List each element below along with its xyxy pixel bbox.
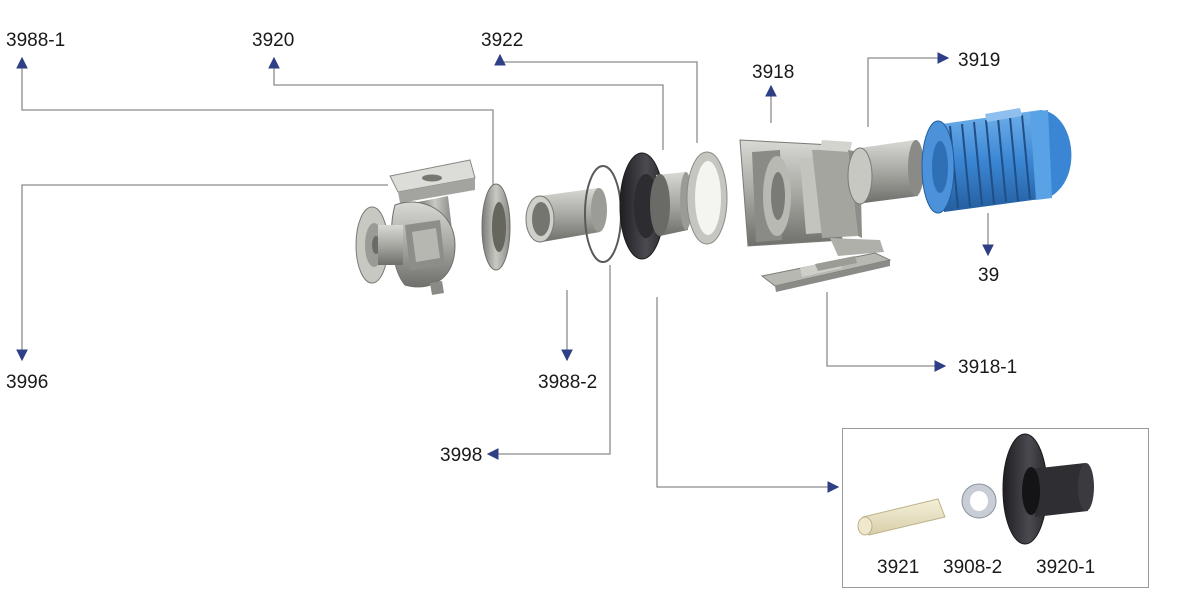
leader-3988-1	[16, 56, 494, 185]
leader-3920	[268, 56, 664, 150]
label-3988-2: 3988-2	[538, 372, 598, 393]
motor-39	[921, 108, 1072, 214]
label-3920-1: 3920-1	[1036, 557, 1096, 578]
inset-detail-box	[842, 428, 1149, 588]
label-3998: 3998	[440, 445, 483, 466]
label-3988-1: 3988-1	[6, 30, 66, 51]
label-3918: 3918	[752, 62, 795, 83]
thrust-ring-3988-1	[481, 183, 511, 271]
leader-3996	[16, 184, 388, 362]
flange-3920-1	[1002, 433, 1094, 545]
leader-3922	[494, 53, 698, 143]
label-3996: 3996	[6, 372, 49, 393]
label-3922: 3922	[481, 30, 524, 51]
base-3918-1	[760, 252, 892, 292]
leader-3919	[867, 52, 950, 127]
leader-3918-1	[826, 292, 947, 372]
leader-inset	[656, 297, 840, 493]
label-39: 39	[978, 265, 1000, 286]
rear-casing-3920	[619, 152, 692, 260]
pump-casing	[355, 159, 476, 295]
label-3918-1: 3918-1	[958, 357, 1018, 378]
label-3920: 3920	[252, 30, 295, 51]
washer-3908-2	[961, 483, 997, 519]
label-3908-2: 3908-2	[943, 557, 1003, 578]
leader-3998	[486, 265, 611, 460]
label-3919: 3919	[958, 50, 1001, 71]
pin-3921	[857, 498, 946, 536]
sleeve-3988-2	[525, 188, 607, 243]
inset-drawing	[857, 433, 1094, 545]
ring-3922	[686, 151, 728, 245]
bracket-3918	[739, 139, 884, 256]
label-3921: 3921	[877, 557, 920, 578]
